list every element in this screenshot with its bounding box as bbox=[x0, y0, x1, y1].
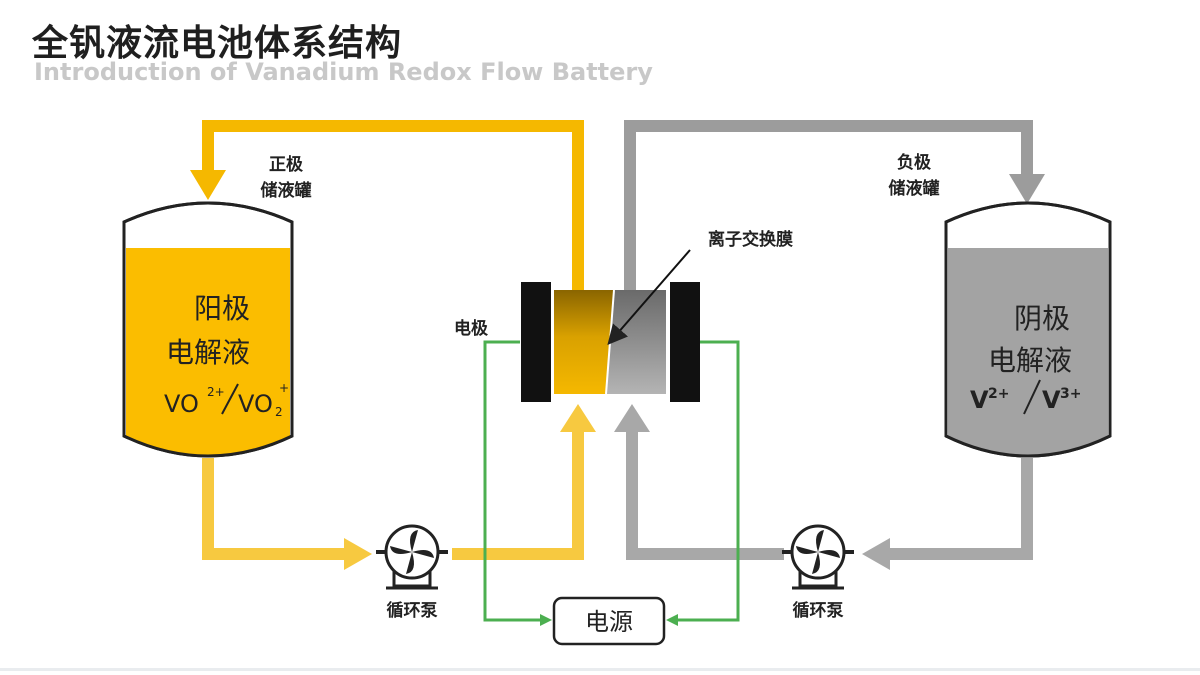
page-subtitle: Introduction of Vanadium Redox Flow Batt… bbox=[34, 58, 653, 86]
bottom-divider bbox=[0, 668, 1200, 671]
positive-species-right-sub: 2 bbox=[275, 405, 283, 419]
right-pump-label: 循环泵 bbox=[793, 600, 844, 621]
positive-species-slash bbox=[221, 383, 239, 415]
left-electrode bbox=[521, 282, 551, 402]
negative-supply-arrow-a bbox=[862, 538, 890, 570]
right-pump bbox=[782, 524, 854, 590]
positive-supply-arrow-b bbox=[560, 404, 596, 432]
positive-tank-text2: 电解液 bbox=[166, 336, 250, 369]
negative-species-left: V bbox=[970, 386, 989, 414]
page-title: 全钒液流电池体系结构 bbox=[32, 23, 403, 64]
positive-return-pipe bbox=[202, 120, 584, 300]
negative-species-right: V bbox=[1042, 386, 1061, 414]
positive-return-arrow bbox=[190, 170, 226, 200]
right-wire bbox=[676, 340, 740, 622]
right-electrode bbox=[670, 282, 700, 402]
negative-flow-loop bbox=[614, 120, 1045, 570]
positive-tank-text1: 阳极 bbox=[194, 292, 250, 325]
negative-supply-pipe-b bbox=[626, 430, 784, 560]
negative-return-arrow bbox=[1009, 174, 1045, 204]
electrode-label: 电极 bbox=[454, 318, 488, 339]
left-wire-arrow bbox=[540, 614, 552, 626]
positive-supply-pipe-b bbox=[452, 430, 584, 560]
right-wire-arrow bbox=[666, 614, 678, 626]
positive-species-right: VO bbox=[238, 390, 273, 418]
positive-flow-loop bbox=[190, 120, 596, 570]
positive-tank-liquid bbox=[126, 248, 290, 455]
negative-tank-label2: 储液罐 bbox=[889, 178, 940, 199]
power-source: 电源 bbox=[552, 596, 666, 646]
positive-tank-label1: 正极 bbox=[269, 155, 303, 175]
negative-tank-text2: 电解液 bbox=[988, 344, 1072, 377]
positive-half-cell bbox=[554, 290, 614, 394]
negative-tank-text1: 阴极 bbox=[1014, 302, 1070, 335]
positive-supply-arrow-a bbox=[344, 538, 372, 570]
negative-species-right-sup: 3+ bbox=[1060, 386, 1081, 402]
power-wires bbox=[483, 340, 740, 626]
negative-tank-label1: 负极 bbox=[897, 152, 931, 173]
negative-supply-arrow-b bbox=[614, 404, 650, 432]
membrane-label: 离子交换膜 bbox=[708, 229, 793, 250]
negative-half-cell bbox=[606, 290, 666, 394]
left-pump-fan-icon bbox=[390, 530, 434, 574]
left-pump-label: 循环泵 bbox=[387, 600, 438, 621]
right-pump-fan-icon bbox=[796, 530, 840, 574]
power-source-label: 电源 bbox=[585, 608, 633, 636]
negative-species-slash bbox=[1023, 379, 1041, 415]
negative-species-left-sup: 2+ bbox=[988, 386, 1009, 402]
positive-tank: 阳极 电解液 VO 2+ VO 2 + bbox=[122, 201, 294, 458]
left-wire bbox=[483, 340, 542, 622]
negative-return-pipe bbox=[624, 120, 1033, 300]
positive-species-left-sup: 2+ bbox=[207, 385, 225, 399]
left-pump bbox=[376, 524, 448, 590]
positive-species-right-sup: + bbox=[279, 381, 289, 395]
negative-tank-liquid bbox=[948, 248, 1108, 455]
negative-tank: 阴极 电解液 V 2+ V 3+ bbox=[944, 201, 1112, 458]
positive-species-left: VO bbox=[164, 390, 199, 418]
negative-supply-pipe-a bbox=[888, 458, 1033, 560]
positive-tank-label2: 储液罐 bbox=[261, 180, 312, 201]
membrane-pointer bbox=[607, 249, 691, 346]
flow-cell bbox=[521, 282, 700, 402]
positive-supply-pipe-a bbox=[202, 458, 346, 560]
